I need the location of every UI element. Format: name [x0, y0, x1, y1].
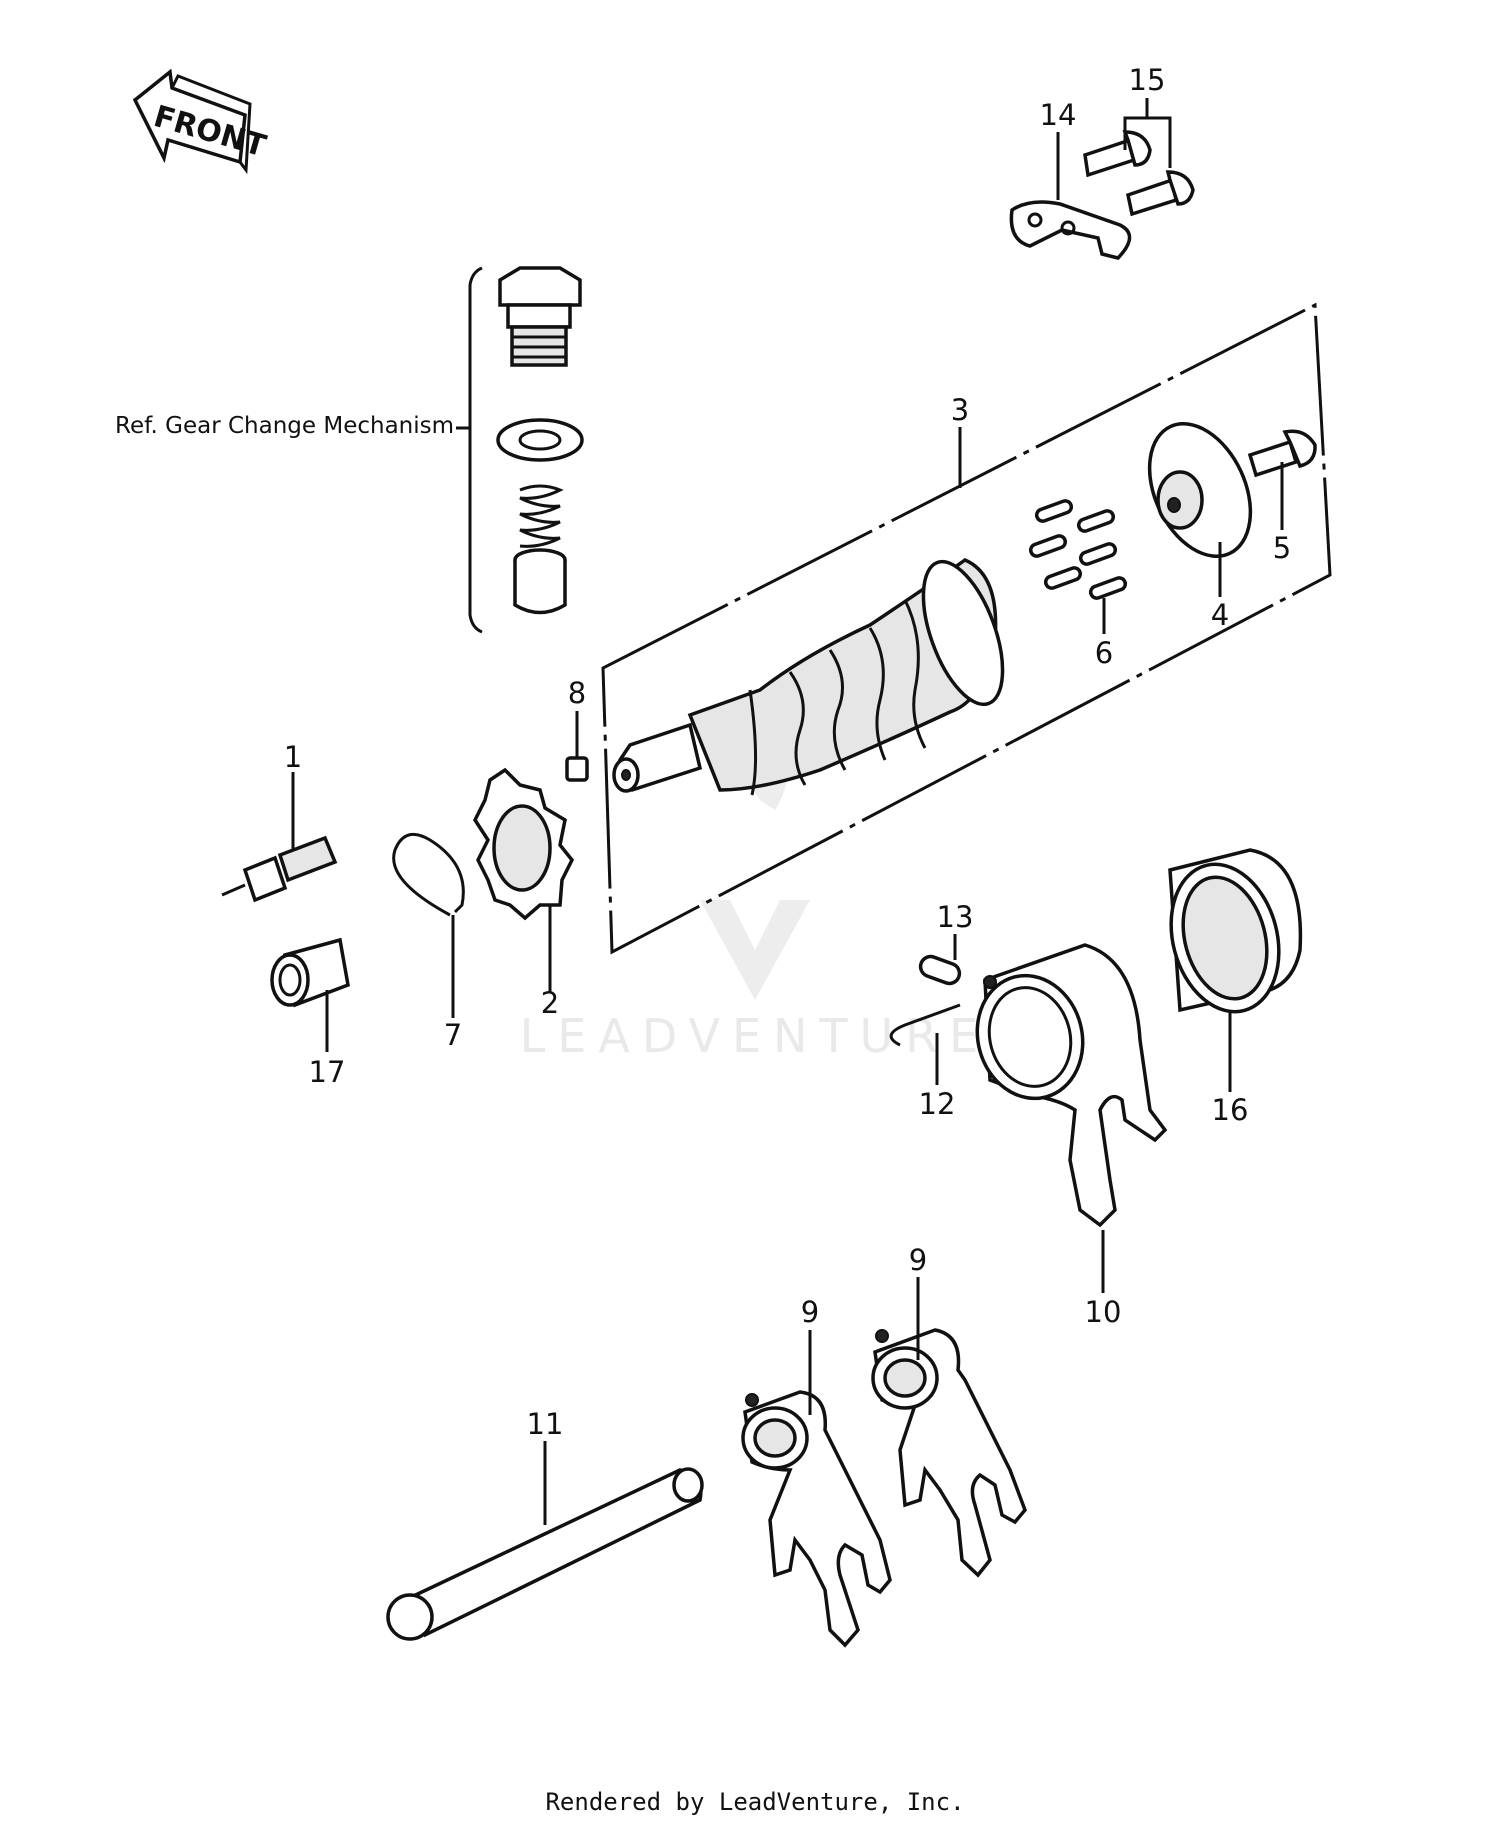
part-15-screw-a: [1083, 130, 1152, 178]
drain-plug-bolt: [498, 266, 582, 367]
part-9-shift-fork-a: [741, 1390, 892, 1648]
reference-note: Ref. Gear Change Mechanism: [115, 413, 454, 439]
callouts: 1 2 3 4 5 6 7 8 9 9 10 11 12 13 14 15 16…: [284, 63, 1291, 1441]
reference-group: Ref. Gear Change Mechanism: [115, 266, 584, 634]
part-16-needle-bearing: [1168, 848, 1303, 1014]
callout-2: 2: [541, 986, 559, 1020]
part-2-star-plate: [472, 767, 575, 921]
callout-3: 3: [951, 393, 969, 427]
callout-13: 13: [937, 900, 974, 934]
callout-16: 16: [1212, 1093, 1249, 1127]
part-4-cam-plate: [1147, 422, 1253, 558]
callout-9b: 9: [909, 1243, 927, 1277]
callout-17: 17: [309, 1055, 346, 1089]
callout-1: 1: [284, 740, 302, 774]
detent-pin: [513, 548, 567, 615]
washer: [496, 418, 584, 462]
callout-4: 4: [1211, 598, 1229, 632]
part-3-shift-drum: [612, 558, 1005, 796]
leader-lines: [291, 98, 1284, 1525]
part-1-neutral-switch: [221, 835, 338, 903]
callout-9a: 9: [801, 1295, 819, 1329]
callout-7: 7: [444, 1018, 462, 1052]
callout-6: 6: [1095, 636, 1113, 670]
part-15-screw-b: [1125, 170, 1195, 217]
callout-8: 8: [568, 676, 586, 710]
part-17-bearing: [270, 937, 350, 1008]
part-8-pin: [565, 756, 589, 782]
part-7-circlip: [392, 832, 465, 917]
part-13-pin: [918, 954, 962, 986]
callout-12: 12: [919, 1087, 956, 1121]
part-10-shift-fork: [975, 943, 1168, 1228]
part-5-bolt: [1247, 429, 1317, 478]
front-arrow: FRONT: [132, 68, 270, 175]
callout-14: 14: [1040, 98, 1077, 132]
part-6-pins: [1028, 499, 1128, 600]
spring: [519, 484, 564, 548]
footer-credit: Rendered by LeadVenture, Inc.: [545, 1788, 964, 1816]
watermark-text: LEADVENTURE: [520, 1009, 991, 1063]
callout-11: 11: [527, 1407, 564, 1441]
callout-10: 10: [1085, 1295, 1122, 1329]
part-12-cotter-pin: [889, 1003, 961, 1047]
part-3-assembly-box: [601, 302, 1332, 955]
callout-5: 5: [1273, 531, 1291, 565]
callout-15: 15: [1129, 63, 1166, 97]
part-11-shaft: [386, 1467, 704, 1641]
part-9-shift-fork-b: [871, 1328, 1027, 1578]
part-14-plate: [1009, 200, 1132, 260]
